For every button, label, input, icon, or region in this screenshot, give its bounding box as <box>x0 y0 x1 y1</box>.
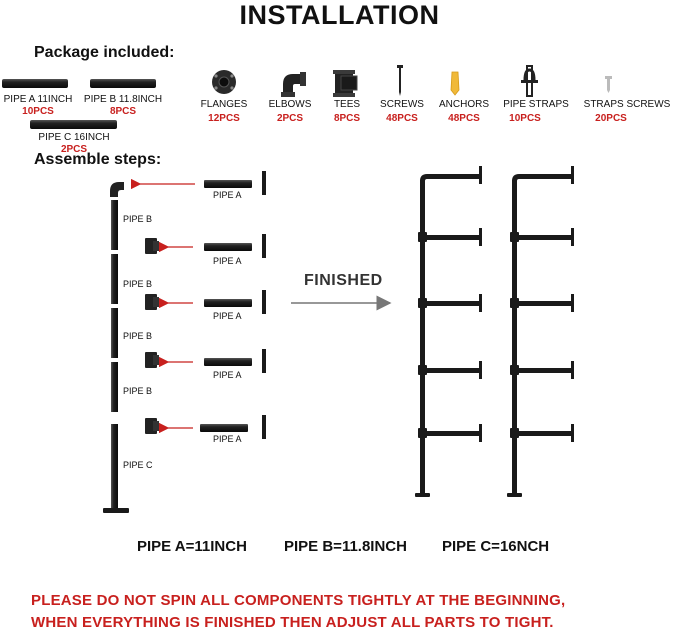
pipe-c-label: PIPE C 16INCH <box>38 132 110 143</box>
legend-pipe-a: PIPE A=11INCH <box>137 538 247 555</box>
assembly-label-pipe-b-2: PIPE B <box>123 279 153 289</box>
assembly-label-pipe-a-4: PIPE A <box>213 370 242 380</box>
assembly-label-pipe-a-5: PIPE A <box>213 434 242 444</box>
assembly-label-pipe-a-1: PIPE A <box>213 190 242 200</box>
pipe-a-qty: 10PCS <box>22 106 54 117</box>
assembly-label-pipe-b-3: PIPE B <box>123 331 153 341</box>
pipe-strap-icon <box>521 65 538 97</box>
assembly-arm-3 <box>204 290 266 314</box>
flange-icon <box>212 70 236 94</box>
pipe-straps-label: PIPE STRAPS <box>503 99 569 110</box>
tees-qty: 8PCS <box>333 113 361 124</box>
legend-pipe-c: PIPE C=16NCH <box>442 538 550 555</box>
assembly-tee-4 <box>145 418 159 434</box>
assembly-arm-2 <box>204 234 266 258</box>
finished-shelf-1 <box>415 166 482 497</box>
elbow-icon <box>281 72 306 97</box>
assembly-label-pipe-a-3: PIPE A <box>213 311 242 321</box>
assembly-pipe-b-1 <box>111 200 118 250</box>
anchor-icon <box>450 71 460 96</box>
finished-shelf-2 <box>507 166 574 497</box>
pipe-straps-qty: 10PCS <box>509 113 541 124</box>
legend-pipe-b: PIPE B=11.8INCH <box>284 538 407 555</box>
pipe-c-icon <box>30 120 117 129</box>
anchors-label: ANCHORS <box>438 99 489 110</box>
pipe-a-label: PIPE A 11INCH <box>3 94 73 105</box>
assembly-pipe-b-3 <box>111 308 118 358</box>
assembly-pipe-b-4 <box>111 362 118 412</box>
flanges-label: FLANGES <box>200 99 248 110</box>
pipe-c-qty: 2PCS <box>60 144 88 155</box>
screw-icon <box>397 65 403 96</box>
assembly-arm-4 <box>204 349 266 373</box>
screws-qty: 48PCS <box>386 113 418 124</box>
strap-screws-label: STRAPS SCREWS <box>583 99 671 110</box>
anchors-qty: 48PCS <box>448 113 480 124</box>
page-title: INSTALLATION <box>239 0 440 30</box>
assembly-arm-5 <box>200 415 266 439</box>
assembly-arm-1 <box>204 171 266 195</box>
pipe-a-icon <box>2 79 68 88</box>
assembly-elbow <box>110 182 124 197</box>
assembly-tee-2 <box>145 294 159 310</box>
strap-screw-icon <box>605 76 612 93</box>
warning-line-1: PLEASE DO NOT SPIN ALL COMPONENTS TIGHTL… <box>31 592 566 609</box>
assembly-tee-3 <box>145 352 159 368</box>
assembly-label-pipe-b-4: PIPE B <box>123 386 153 396</box>
assembly-label-pipe-a-2: PIPE A <box>213 256 242 266</box>
strap-screws-qty: 20PCS <box>595 113 627 124</box>
warning-line-2: WHEN EVERYTHING IS FINISHED THEN ADJUST … <box>31 614 554 631</box>
assemble-heading: Assemble steps: <box>34 151 162 168</box>
flanges-qty: 12PCS <box>208 113 240 124</box>
pipe-b-label: PIPE B 11.8INCH <box>83 94 163 105</box>
assembly-pipe-b-2 <box>111 254 118 304</box>
package-heading: Package included: <box>34 44 175 61</box>
pipe-b-qty: 8PCS <box>109 106 137 117</box>
finished-label: FINISHED <box>304 272 383 289</box>
assembly-label-pipe-c: PIPE C <box>123 460 153 470</box>
screws-label: SCREWS <box>380 99 424 110</box>
assembly-pipe-c <box>111 424 118 508</box>
assembly-label-pipe-b-1: PIPE B <box>123 214 153 224</box>
assembly-bottom-flange <box>103 508 129 513</box>
assembly-tee-1 <box>145 238 159 254</box>
tee-icon <box>333 70 358 97</box>
pipe-b-icon <box>90 79 156 88</box>
elbows-qty: 2PCS <box>276 113 304 124</box>
elbows-label: ELBOWS <box>268 99 312 110</box>
tees-label: TEES <box>333 99 361 110</box>
